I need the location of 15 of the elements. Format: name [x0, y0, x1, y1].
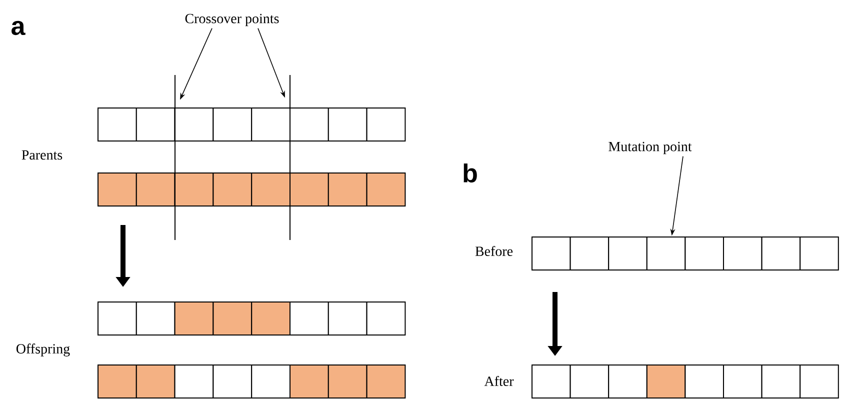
callout-text: Mutation point — [608, 142, 692, 154]
row-label: Parents — [22, 150, 62, 160]
row-label: Offspring — [16, 344, 70, 356]
chromosome-row — [98, 172, 406, 206]
row-label: After — [484, 376, 514, 386]
chromosome-row — [98, 108, 406, 142]
callout-text: Crossover points — [185, 14, 279, 26]
chromosome-row — [532, 364, 839, 398]
row-label: Before — [475, 246, 513, 256]
panel-label: a — [12, 20, 26, 36]
chromosome-row — [532, 236, 839, 270]
crossover-line — [174, 75, 176, 240]
chromosome-row — [98, 364, 406, 398]
chromosome-row — [98, 302, 406, 336]
panel-label: b — [464, 163, 477, 183]
